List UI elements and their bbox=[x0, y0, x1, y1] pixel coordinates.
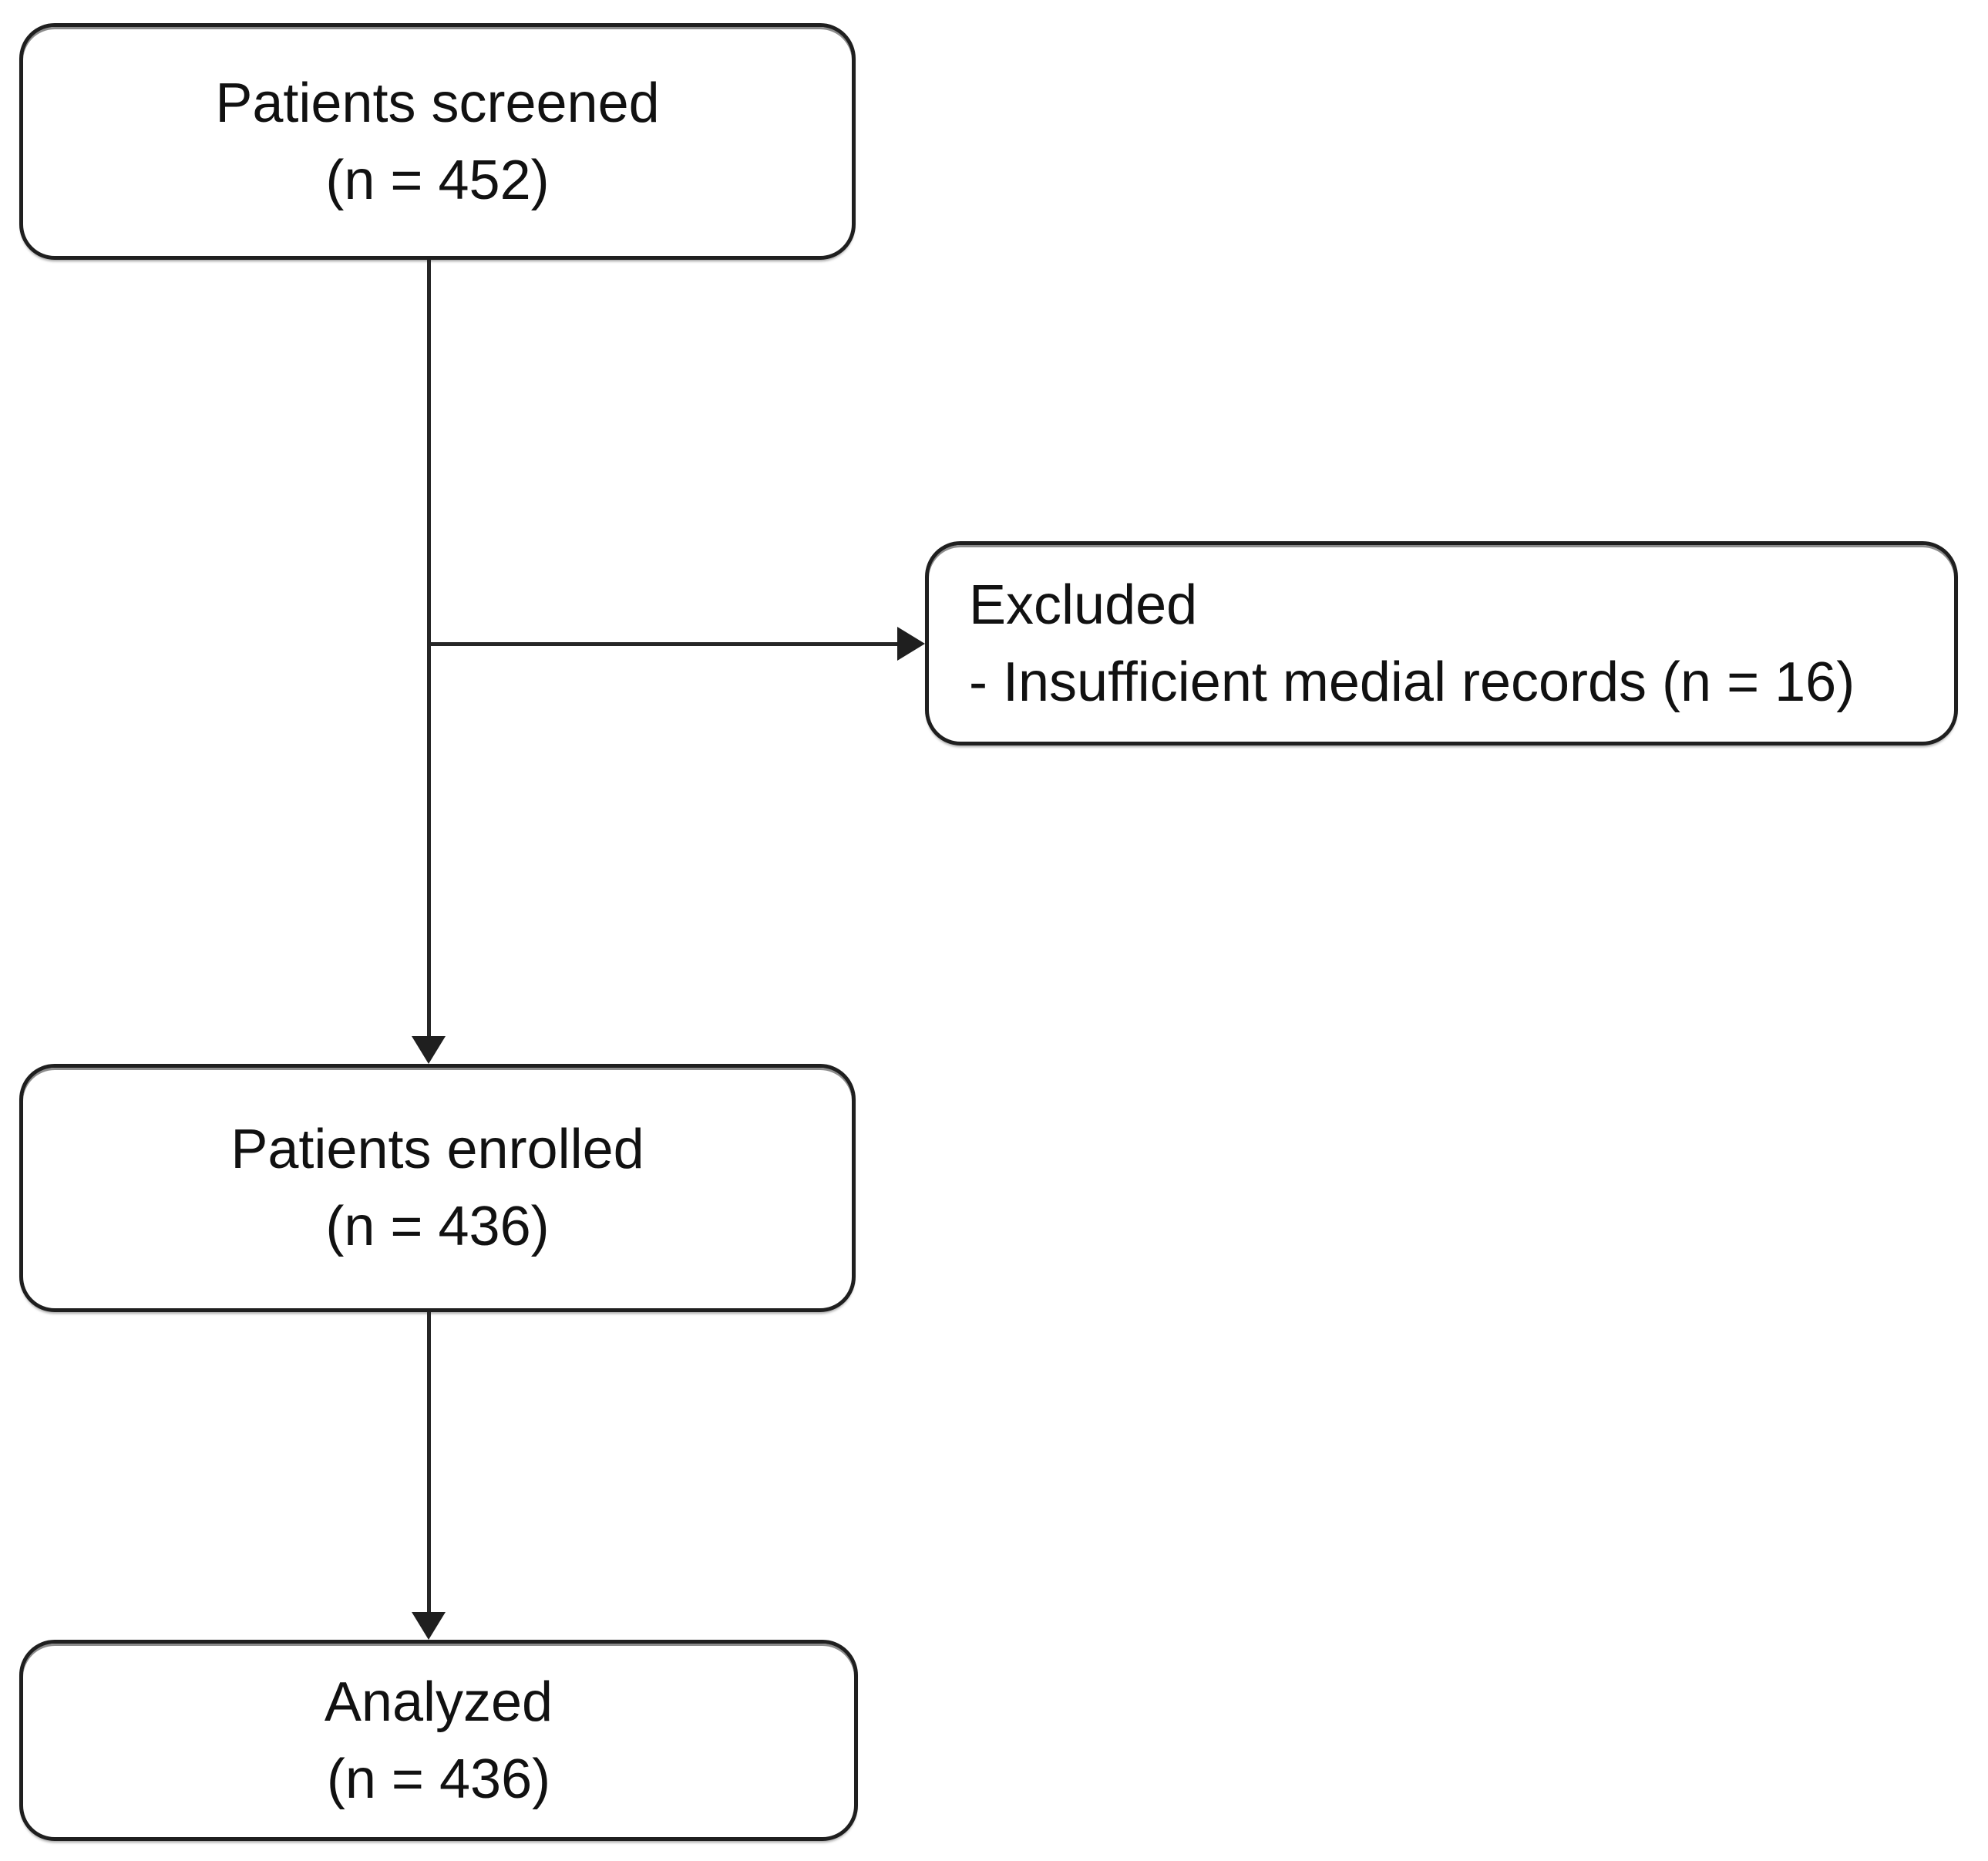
node-patients-screened: Patients screened (n = 452) bbox=[19, 23, 856, 260]
node-excluded: Excluded - Insufficient medial records (… bbox=[925, 541, 1958, 745]
node-exclusion-reason: - Insufficient medial records (n = 16) bbox=[969, 651, 1855, 713]
node-analyzed: Analyzed (n = 436) bbox=[19, 1640, 858, 1841]
arrowhead-down-icon bbox=[412, 1036, 446, 1064]
node-title: Analyzed bbox=[324, 1671, 553, 1733]
node-title: Patients enrolled bbox=[230, 1119, 644, 1180]
arrowhead-down-icon bbox=[412, 1612, 446, 1640]
connector-screened-to-enrolled bbox=[427, 260, 431, 1038]
connector-screened-to-excluded bbox=[429, 642, 900, 646]
node-count: (n = 436) bbox=[326, 1748, 551, 1810]
node-count: (n = 452) bbox=[325, 149, 550, 211]
connector-enrolled-to-analyzed bbox=[427, 1312, 431, 1614]
node-title: Excluded bbox=[969, 574, 1198, 636]
node-title: Patients screened bbox=[215, 72, 660, 134]
node-patients-enrolled: Patients enrolled (n = 436) bbox=[19, 1064, 856, 1312]
node-count: (n = 436) bbox=[325, 1196, 550, 1257]
arrowhead-right-icon bbox=[897, 627, 925, 661]
